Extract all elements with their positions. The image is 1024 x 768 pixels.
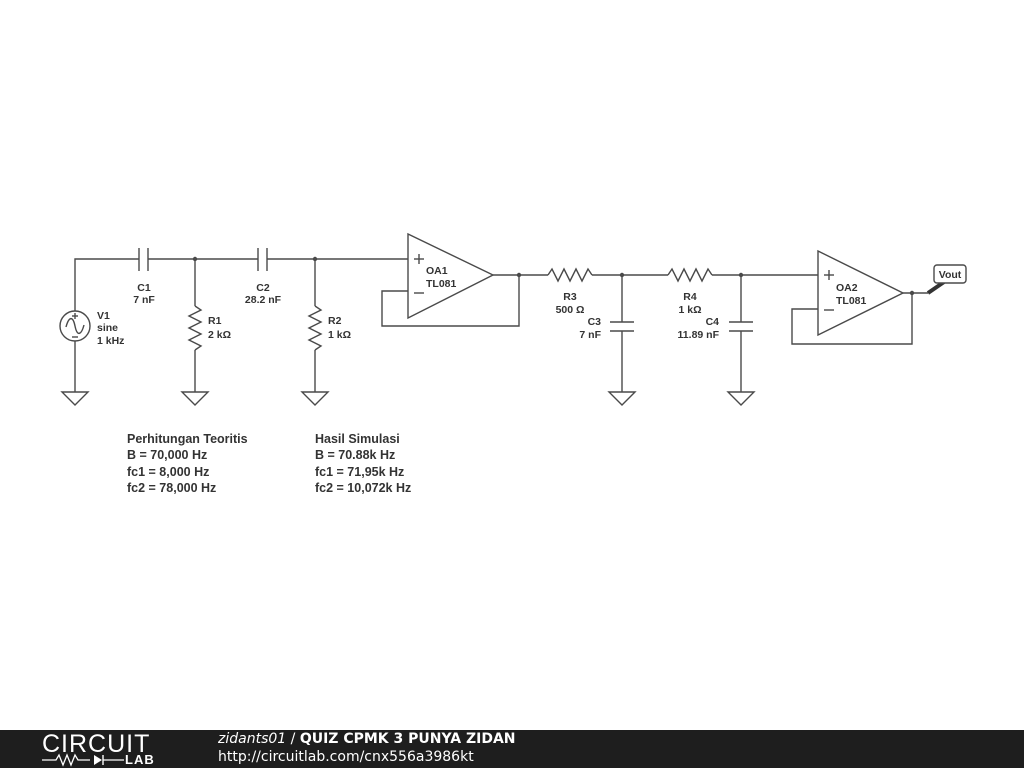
ground-icon: [726, 391, 756, 406]
c3-capacitor-symbol[interactable]: [610, 321, 634, 332]
theory-title: Perhitungan Teoritis: [127, 432, 248, 446]
wires: [74, 258, 928, 392]
title-separator: /: [286, 731, 300, 747]
footer-bar: CIRCUIT LAB zidants01 / QUIZ CPMK 3 PUNY…: [0, 730, 1024, 768]
footer-title-line: zidants01 / QUIZ CPMK 3 PUNYA ZIDAN: [218, 731, 516, 747]
c2-value: 28.2 nF: [245, 294, 282, 306]
author-link[interactable]: zidants01: [218, 731, 287, 747]
v1-name: V1: [97, 310, 110, 322]
ground-symbols: [60, 391, 756, 406]
circuit-schematic: V1 sine 1 kHz C1 7 nF C2 28.2 nF R1 2 kΩ…: [59, 232, 967, 495]
c4-capacitor-symbol[interactable]: [729, 321, 753, 332]
simulation-line: B = 70.88k Hz: [315, 448, 395, 462]
v1-type: sine: [97, 322, 118, 334]
r2-resistor-symbol[interactable]: [307, 305, 323, 351]
v1-circle: [59, 310, 91, 342]
vout-label: Vout: [939, 269, 962, 281]
simulation-line: fc2 = 10,072k Hz: [315, 481, 411, 495]
wire-oa2-feedback: [791, 293, 913, 345]
c1-value: 7 nF: [133, 294, 155, 306]
r3-value: 500 Ω: [556, 304, 585, 316]
vout-net-label[interactable]: [926, 264, 967, 295]
r2-name: R2: [328, 315, 342, 327]
ground-icon: [180, 391, 210, 406]
ground-icon: [60, 391, 90, 406]
logo-lab-text: LAB: [125, 752, 155, 767]
r2-value: 1 kΩ: [328, 329, 351, 341]
junction-r1: [192, 256, 198, 262]
ground-icon: [607, 391, 637, 406]
junction-r2: [312, 256, 318, 262]
junction-c3: [619, 272, 625, 278]
r1-value: 2 kΩ: [208, 329, 231, 341]
r1-resistor-symbol[interactable]: [187, 305, 203, 351]
theory-line: fc2 = 78,000 Hz: [127, 481, 216, 495]
wire-v1-c1: [74, 258, 139, 311]
v1-frequency: 1 kHz: [97, 335, 124, 347]
r4-value: 1 kΩ: [678, 304, 701, 316]
oa2-opamp-symbol[interactable]: [817, 249, 905, 337]
wire-oa1-feedback: [381, 275, 520, 327]
c3-value: 7 nF: [579, 329, 601, 341]
c3-name: C3: [588, 316, 602, 328]
junction-oa2-out: [909, 290, 915, 296]
theory-line: fc1 = 8,000 Hz: [127, 465, 209, 479]
simulation-line: fc1 = 71,95k Hz: [315, 465, 404, 479]
c4-value: 11.89 nF: [678, 329, 720, 341]
c1-capacitor-symbol[interactable]: [138, 248, 149, 271]
sine-wave-icon: [65, 317, 85, 335]
junctions: [192, 256, 915, 296]
junction-c4: [738, 272, 744, 278]
c2-name: C2: [256, 282, 270, 294]
r4-name: R4: [683, 291, 697, 303]
v1-source-symbol[interactable]: [59, 310, 91, 342]
c4-name: C4: [706, 316, 720, 328]
circuit-title[interactable]: QUIZ CPMK 3 PUNYA ZIDAN: [299, 731, 516, 747]
theory-notes: Perhitungan Teoritis B = 70,000 Hz fc1 =…: [127, 432, 248, 495]
logo-resistor-diode-icon: [42, 753, 124, 767]
c1-name: C1: [137, 282, 151, 294]
circuit-url-link[interactable]: http://circuitlab.com/cnx556a3986kt: [218, 749, 474, 765]
oa2-name: OA2: [836, 282, 858, 294]
oa1-opamp-symbol[interactable]: [407, 232, 495, 320]
oa1-model: TL081: [426, 278, 457, 290]
oa1-name: OA1: [426, 265, 448, 277]
oa2-model: TL081: [836, 295, 867, 307]
r3-name: R3: [563, 291, 577, 303]
logo-circuit-text: CIRCUIT: [42, 730, 151, 758]
r4-resistor-symbol[interactable]: [667, 267, 713, 283]
simulation-notes: Hasil Simulasi B = 70.88k Hz fc1 = 71,95…: [315, 432, 411, 495]
theory-line: B = 70,000 Hz: [127, 448, 207, 462]
circuitlab-logo[interactable]: CIRCUIT LAB: [42, 731, 177, 767]
r1-name: R1: [208, 315, 222, 327]
simulation-title: Hasil Simulasi: [315, 432, 400, 446]
r3-resistor-symbol[interactable]: [547, 267, 593, 283]
ground-icon: [300, 391, 330, 406]
junction-oa1-out: [516, 272, 522, 278]
c2-capacitor-symbol[interactable]: [257, 248, 268, 271]
